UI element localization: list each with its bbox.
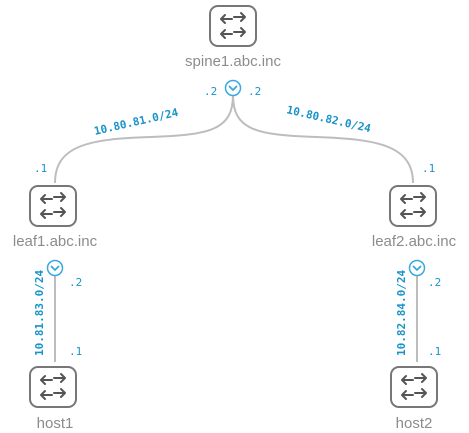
device-label-host2: host2: [396, 415, 433, 432]
ip-leaf2-to-host2: .2: [428, 276, 441, 289]
expander-leaf1[interactable]: [46, 259, 64, 277]
device-label-leaf2: leaf2.abc.inc: [372, 233, 457, 250]
device-label-spine1: spine1.abc.inc: [185, 53, 281, 70]
ip-leaf1-to-spine1: .1: [34, 162, 47, 175]
ip-spine1-to-leaf1: .2: [204, 85, 217, 98]
device-host2[interactable]: [390, 366, 438, 408]
device-leaf2[interactable]: [389, 185, 437, 227]
subnet-leaf1-host1: 10.81.83.0/24: [33, 270, 46, 356]
subnet-spine1-leaf2: 10.80.82.0/24: [285, 103, 372, 135]
device-label-leaf1: leaf1.abc.inc: [13, 233, 98, 250]
subnet-spine1-leaf1: 10.80.81.0/24: [93, 106, 180, 138]
expander-spine1[interactable]: [224, 79, 242, 97]
ip-leaf1-to-host1: .2: [69, 276, 82, 289]
ip-host2-to-leaf2: .1: [428, 345, 441, 358]
device-leaf1[interactable]: [29, 185, 77, 227]
link-spine1-leaf2: [232, 94, 414, 184]
switch-arrows-icon: [209, 5, 257, 47]
device-label-host1: host1: [37, 415, 74, 432]
ip-host1-to-leaf1: .1: [69, 345, 82, 358]
device-spine1[interactable]: [209, 5, 257, 47]
ip-leaf2-to-spine1: .1: [422, 162, 435, 175]
switch-arrows-icon: [390, 366, 438, 408]
link-spine1-leaf1: [54, 94, 234, 184]
subnet-leaf2-host2: 10.82.84.0/24: [395, 270, 408, 356]
device-host1[interactable]: [29, 366, 77, 408]
switch-arrows-icon: [29, 185, 77, 227]
switch-arrows-icon: [389, 185, 437, 227]
expander-leaf2[interactable]: [408, 259, 426, 277]
ip-spine1-to-leaf2: .2: [248, 85, 261, 98]
switch-arrows-icon: [29, 366, 77, 408]
